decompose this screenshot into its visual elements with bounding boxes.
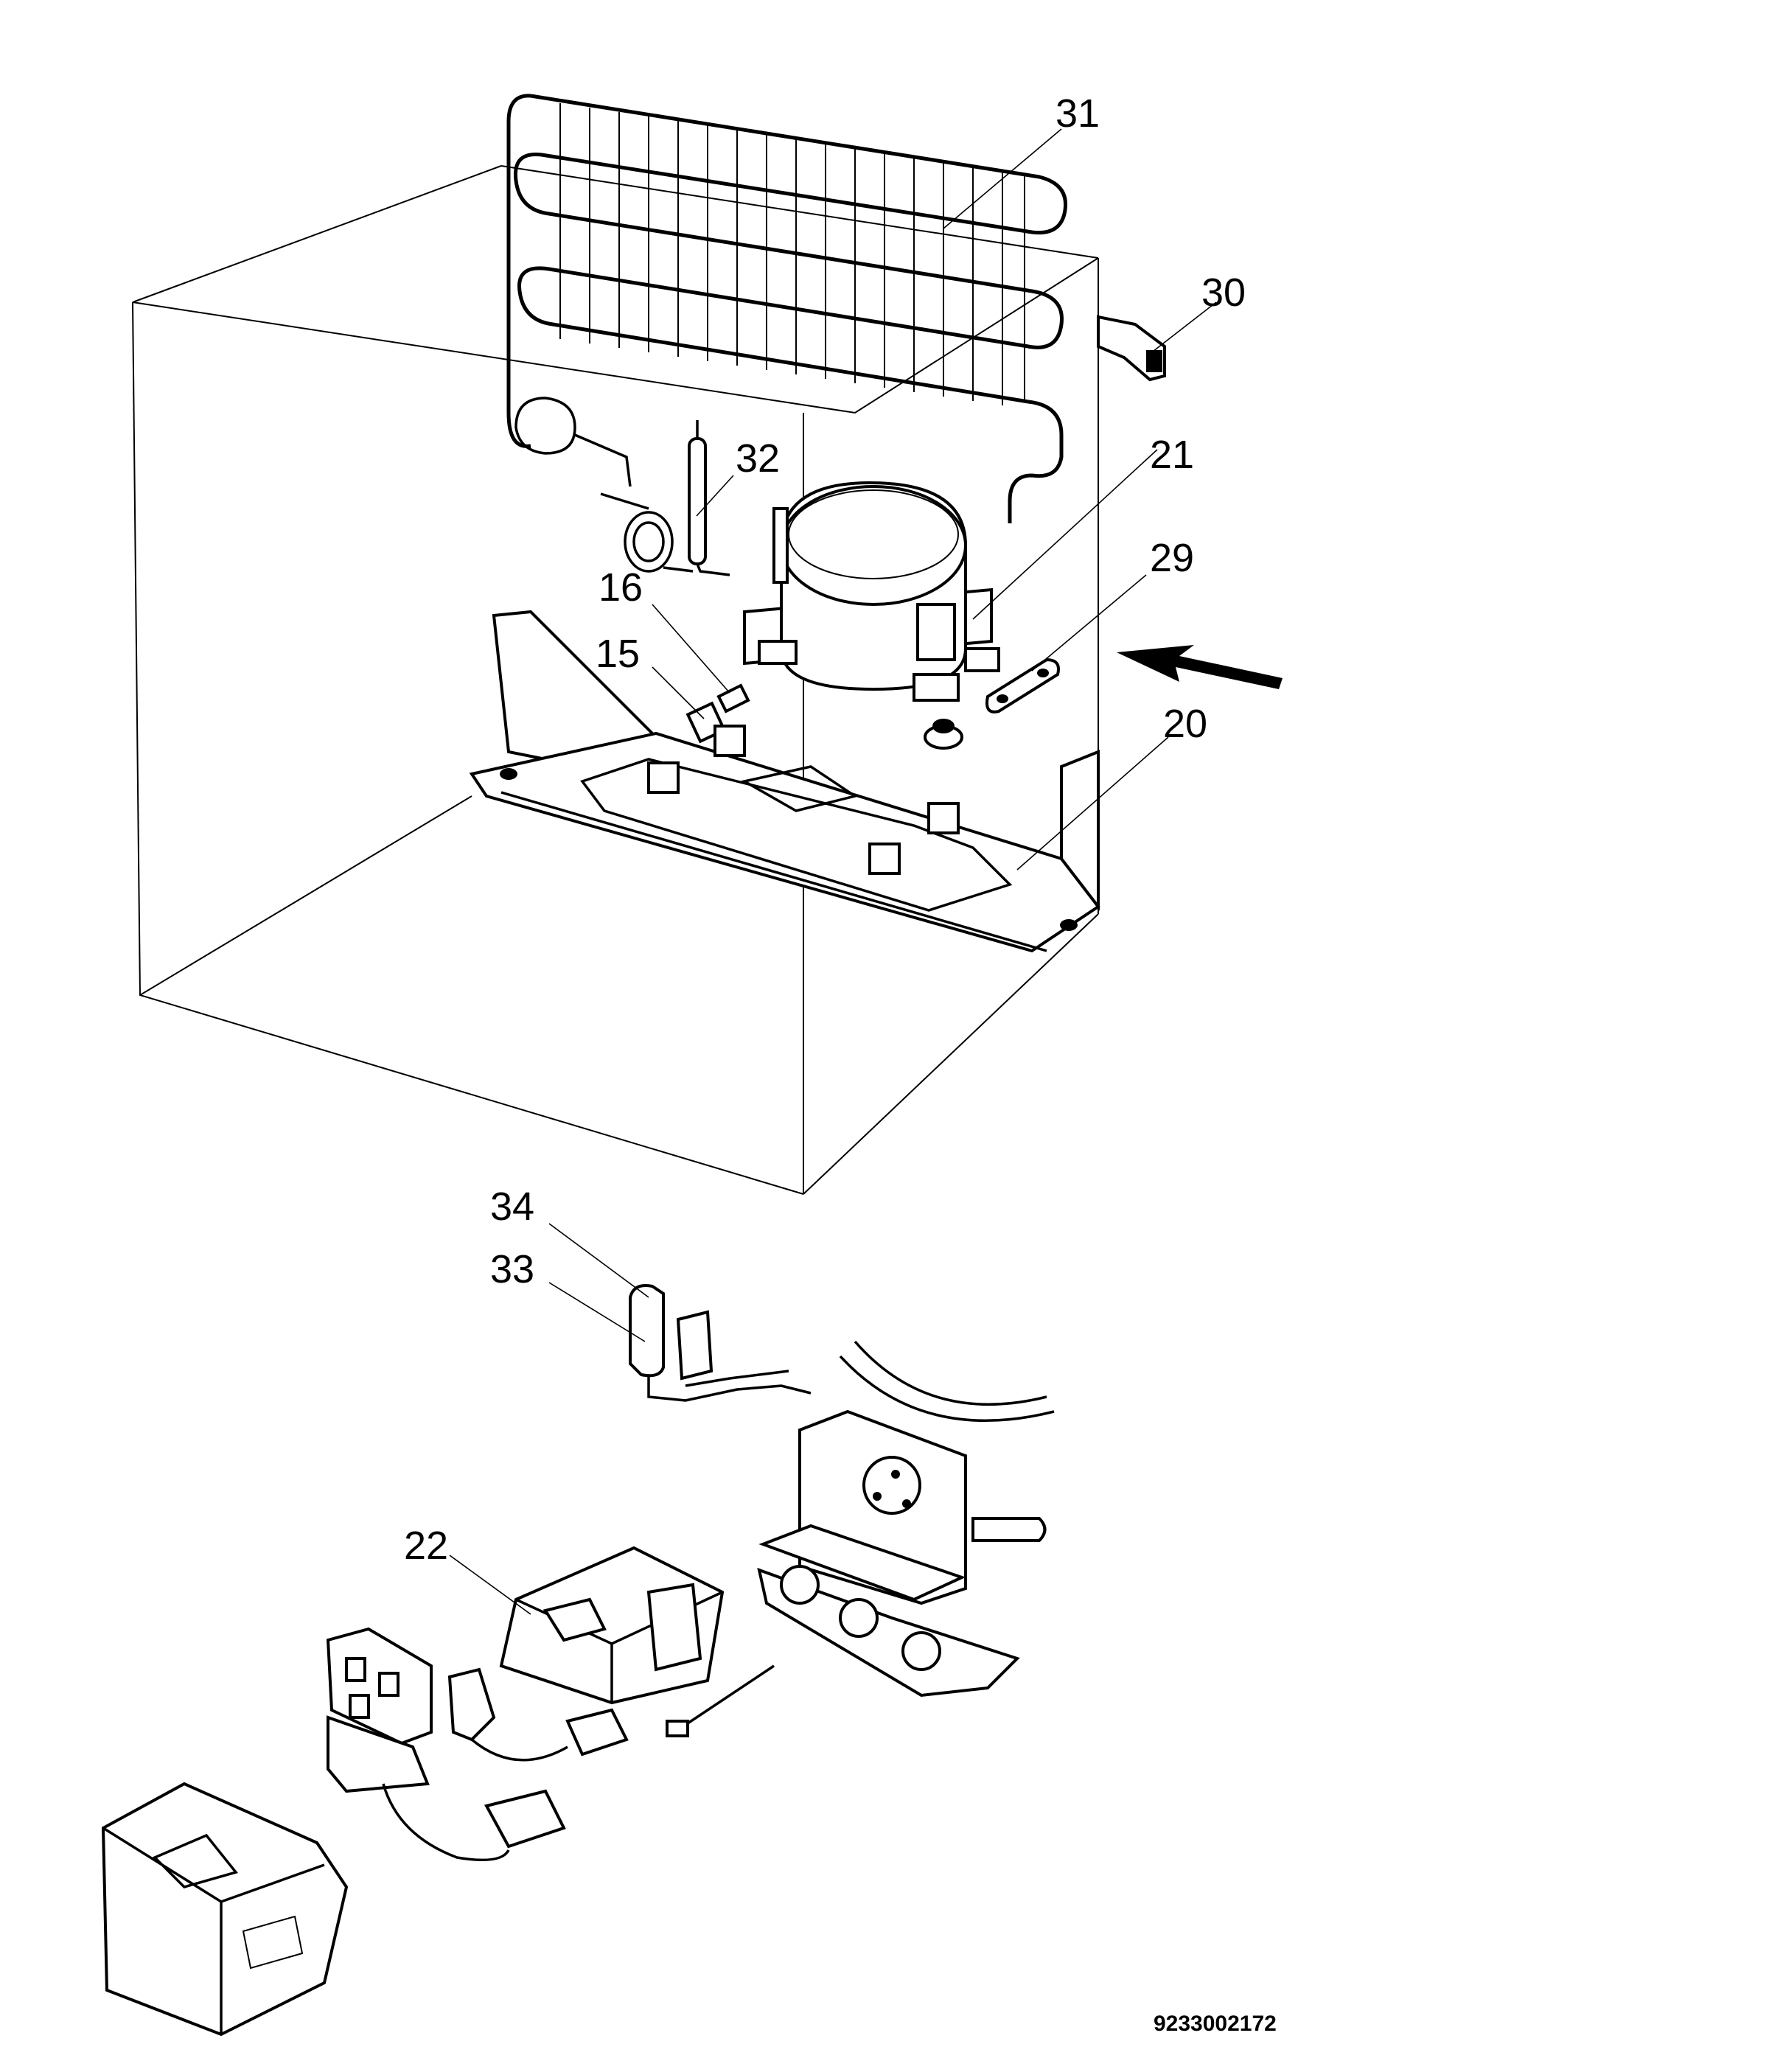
callout-21: 21: [1150, 433, 1194, 477]
starting-relay: [499, 1546, 725, 1705]
terminal-box-detail: [757, 1340, 1055, 1698]
callout-30: 30: [1201, 271, 1246, 315]
direction-arrow: [1117, 645, 1283, 689]
clip-bracket: [1097, 315, 1166, 382]
callout-29: 29: [1150, 536, 1194, 580]
callout-labels: 31 30 32 21 29 16 15 20 34 33 22: [404, 91, 1246, 1568]
callout-20: 20: [1163, 702, 1207, 746]
relay-cover: [101, 1782, 349, 2037]
callout-31: 31: [1056, 91, 1100, 136]
callout-15: 15: [596, 632, 640, 676]
overload-capacitor-assembly: [629, 1284, 812, 1402]
mounting-washer: [924, 657, 1060, 750]
condenser-coil: [506, 94, 1068, 523]
callout-32: 32: [736, 436, 780, 481]
leader-lines: [449, 128, 1217, 1615]
callout-34: 34: [490, 1185, 534, 1229]
compressor-base-plate: [469, 610, 1100, 953]
compressor: [743, 481, 1000, 702]
relay-socket-and-cable: [326, 1627, 775, 1862]
callout-33: 33: [490, 1247, 534, 1291]
filter-drier: [600, 420, 730, 576]
callout-16: 16: [599, 565, 643, 610]
callout-22: 22: [404, 1524, 448, 1568]
document-code: 9233002172: [1154, 2012, 1277, 2036]
